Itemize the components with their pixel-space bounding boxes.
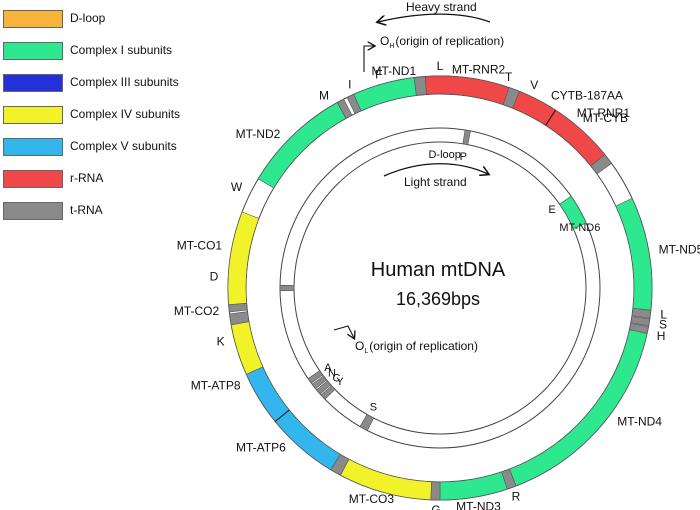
legend-label: D-loop [70,11,106,25]
legend-item-rrna: r-RNA [0,170,200,192]
outer_labels-label: MT-ATP8 [191,378,241,392]
inner-segment-trna [462,129,471,146]
inner_labels-label: MT-ND6 [559,222,600,234]
outer_labels-label: R [512,490,521,504]
legend-swatch [3,74,63,92]
outer_labels-label: MT-ND1 [371,64,416,78]
inner_labels-label: D-loop [428,149,460,161]
inner-segment-trna [320,385,336,400]
inner_labels-label: P [460,151,467,163]
outer_labels-label: CYTB-187AA [551,89,623,103]
heavy-origin-label: OH(origin of replication) [380,34,504,50]
outer_labels-label: K [217,335,225,349]
outer-segment-rrna [424,75,510,105]
heavy-origin-arrow [363,46,374,72]
heavy-strand-arrow [378,13,491,22]
legend-swatch [3,138,63,156]
inner-segment-trna [279,284,295,292]
legend-label: r-RNA [70,171,104,185]
outer_labels-label: L [437,59,444,73]
inner-segment-c1 [559,195,587,230]
inner-segment-trna [359,414,375,431]
outer-segment-trna [336,98,353,119]
outer_labels-label: H [657,329,666,343]
inner_labels-label: N [328,367,336,379]
legend-item-c5: Complex V subunits [0,138,200,160]
center-title: Human mtDNA [371,259,506,281]
outer_labels-label: MT-ND5 [659,243,700,257]
legend-item-c4: Complex IV subunits [0,106,200,128]
outer-segment-trna [430,481,441,501]
outer_labels-label: W [231,180,243,194]
outer_labels-label: L [660,307,667,321]
outer-segment-trna [229,311,250,326]
light-strand-arrow [383,163,488,177]
outer-segment-c1 [509,329,648,487]
outer_labels-label: S [659,318,667,332]
outer-segment-trna [630,315,651,327]
gene-divider [545,109,556,126]
outer_labels-label: MT-CO1 [177,239,223,253]
inner-segment-trna [311,375,327,390]
heavy-strand-label: Heavy strand [406,0,477,14]
inner_labels-label: A [324,362,332,374]
outer-segment-c4 [227,211,260,305]
inner-ring-segments [279,129,587,431]
legend-label: Complex III subunits [70,75,179,89]
inner_labels-label: Y [336,376,344,388]
outer_labels-label: V [530,78,538,92]
legend-swatch [3,202,63,220]
outer_labels-label: MT-ND3 [456,500,501,510]
inner-segment-trna [307,370,324,384]
outer_labels-label: I [348,77,351,91]
outer-segment-c1 [257,102,347,189]
gene-divider [274,409,290,422]
outer_labels-label: MT-RNR1 [577,106,631,120]
outer-segment-trna [590,154,612,175]
legend-item-dloop: D-loop [0,10,200,32]
inner_labels-label: E [548,204,555,216]
center-size: 16,369bps [396,289,480,309]
legend-swatch [3,106,63,124]
outer_labels-label: T [505,70,513,84]
legend-swatch [3,10,63,28]
outer_labels-label: G [431,503,440,510]
legend-item-c1: Complex I subunits [0,42,200,64]
outer_labels-label: MT-ND2 [236,127,281,141]
inner_labels-label: S [370,401,377,413]
outer_labels-label: MT-ATP6 [236,441,286,455]
legend-swatch [3,170,63,188]
light-origin-label: OL(origin of replication) [355,339,478,355]
outer-segment-c1 [353,77,417,112]
outer_labels-label: MT-RNR2 [452,62,506,76]
legend-item-c3: Complex III subunits [0,74,200,96]
inner_labels-label: C [332,373,340,385]
outer-segment-trna [413,76,427,96]
outer_labels-label: MT-ND4 [617,415,662,429]
legend-label: Complex IV subunits [70,107,181,121]
outer_labels-label: M [319,89,329,103]
light-strand-label: Light strand [404,175,467,189]
legend-swatch [3,42,63,60]
outer_labels-label: D [210,269,219,283]
outer-ring-segments [227,75,653,501]
outer_labels-label: MT-CO3 [349,492,395,506]
legend-label: Complex I subunits [70,43,173,57]
legend-label: t-RNA [70,203,103,217]
outer-segment-c1 [439,471,508,501]
inner-segment-trna [316,380,332,395]
outer_labels-label: F [375,68,382,82]
outer-segment-c4 [230,321,264,375]
outer_labels-label: MT-CYB [583,111,628,125]
legend-item-trna: t-RNA [0,202,200,224]
light-origin-arrow [333,325,354,338]
outer-segment-c1 [615,198,653,311]
legend-label: Complex V subunits [70,139,177,153]
outer_labels-label: MT-CO2 [174,304,220,318]
outer-segment-trna [631,307,652,319]
